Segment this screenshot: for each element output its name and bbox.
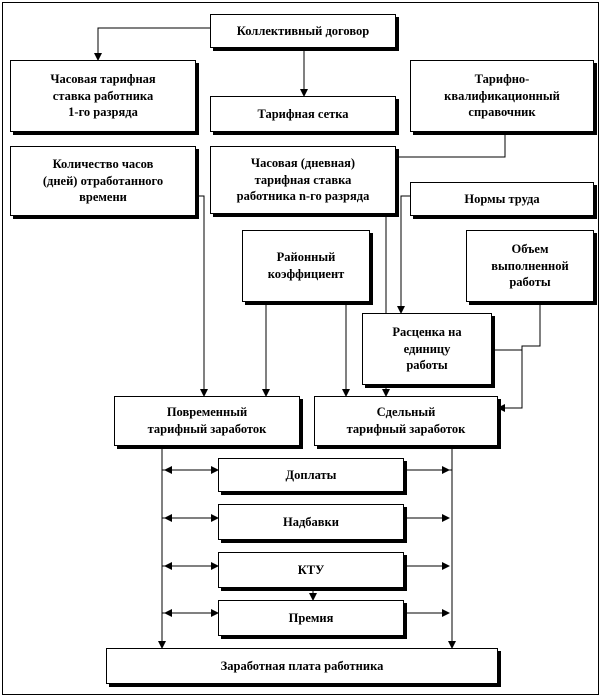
bonus-label: Премия (288, 610, 334, 625)
hours-worked-box: Количество часов (дней) отработанного вр… (10, 146, 196, 216)
hourly-rate-grade1-box: Часовая тарифная ставка работника 1-го р… (10, 60, 196, 132)
piece-earnings-box: Сдельный тарифный заработок (314, 396, 498, 446)
piece-rate-label: Расценка на единицу работы (392, 324, 462, 373)
regional-coefficient-box: Районный коэффициент (242, 230, 370, 302)
surcharges-box: Доплаты (218, 458, 404, 492)
hourly-rate-grade1-label: Часовая тарифная ставка работника 1-го р… (50, 71, 156, 120)
ktu-box: КТУ (218, 552, 404, 588)
piece-earnings-label: Сдельный тарифный заработок (346, 405, 466, 436)
work-volume-label: Объем выполненной работы (491, 241, 569, 290)
employee-salary-label: Заработная плата работника (220, 658, 384, 673)
allowances-label: Надбавки (283, 514, 339, 529)
labor-norms-label: Нормы труда (464, 191, 540, 206)
time-earnings-box: Повременный тарифный заработок (114, 396, 300, 446)
allowances-box: Надбавки (218, 504, 404, 540)
tariff-reference-box: Тарифно- квалификационный справочник (410, 60, 594, 132)
regional-coefficient-label: Районный коэффициент (267, 250, 345, 281)
hours-worked-label: Количество часов (дней) отработанного вр… (42, 156, 164, 205)
ktu-label: КТУ (297, 562, 325, 577)
time-earnings-label: Повременный тарифный заработок (147, 405, 267, 436)
work-volume-box: Объем выполненной работы (466, 230, 594, 302)
tariff-reference-label: Тарифно- квалификационный справочник (444, 71, 560, 120)
hourly-rate-gradeN-box: Часовая (дневная) тарифная ставка работн… (210, 146, 396, 214)
hourly-rate-gradeN-label: Часовая (дневная) тарифная ставка работн… (236, 155, 370, 204)
tariff-grid-box: Тарифная сетка (210, 96, 396, 132)
collective-agreement-box: Коллективный договор (210, 14, 396, 48)
tariff-grid-label: Тарифная сетка (257, 106, 349, 121)
collective-agreement-label: Коллективный договор (236, 23, 370, 38)
bonus-box: Премия (218, 600, 404, 636)
employee-salary-box: Заработная плата работника (106, 648, 498, 684)
surcharges-label: Доплаты (285, 467, 337, 482)
labor-norms-box: Нормы труда (410, 182, 594, 216)
piece-rate-box: Расценка на единицу работы (362, 313, 492, 385)
